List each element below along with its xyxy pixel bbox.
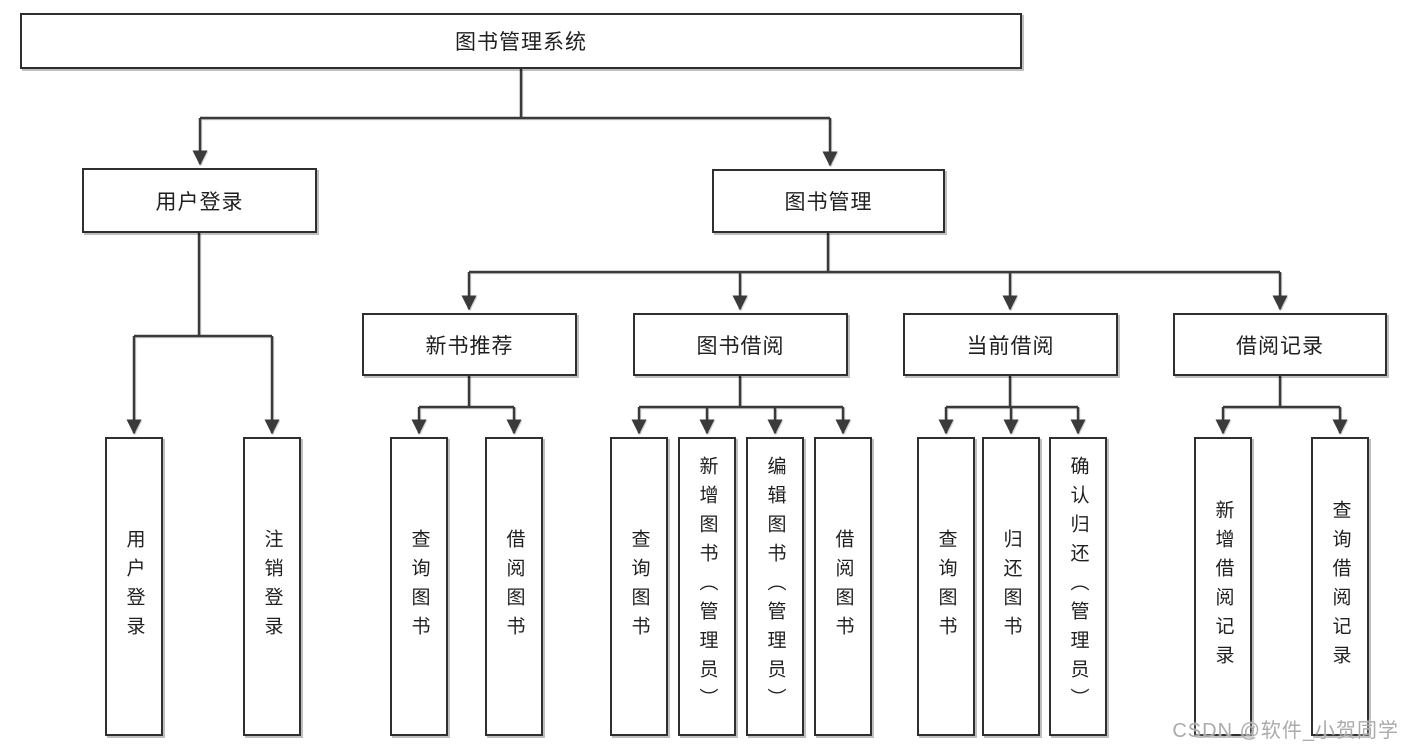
leaf-borrow-books-recommend: 借阅图书 (485, 437, 543, 736)
connector-root-spine (200, 69, 830, 120)
node-user-login: 用户登录 (82, 168, 317, 233)
leaf-logout: 注销登录 (243, 437, 301, 736)
csdn-watermark: CSDN @软件_小贺同学 (1172, 720, 1399, 742)
node-book-management: 图书管理 (712, 169, 945, 233)
leaf-add-books-admin: 新增图书（管理员） (678, 437, 736, 736)
leaf-query-books-recommend: 查询图书 (390, 437, 448, 736)
node-new-book-recommend: 新书推荐 (362, 313, 577, 376)
connector-new-book-spine (419, 376, 514, 409)
connector-book-management-spine (469, 233, 1280, 274)
node-borrow-records: 借阅记录 (1173, 313, 1387, 376)
connector-borrow-record-spine (1223, 376, 1340, 409)
leaf-add-borrow-record: 新增借阅记录 (1194, 437, 1252, 736)
node-book-borrow: 图书借阅 (633, 313, 848, 376)
node-root-system: 图书管理系统 (20, 13, 1022, 69)
leaf-confirm-return-admin: 确认归还（管理员） (1049, 437, 1107, 736)
leaf-user-login: 用户登录 (105, 437, 163, 736)
node-current-borrow: 当前借阅 (903, 313, 1118, 376)
connector-book-borrow-spine (639, 376, 843, 409)
leaf-return-books: 归还图书 (982, 437, 1040, 736)
leaf-query-books-borrow: 查询图书 (610, 437, 668, 736)
leaf-query-books-current: 查询图书 (917, 437, 975, 736)
leaf-borrow-books: 借阅图书 (814, 437, 872, 736)
connector-current-borrow-spine (946, 376, 1078, 409)
leaf-query-borrow-record: 查询借阅记录 (1311, 437, 1369, 736)
leaf-edit-books-admin: 编辑图书（管理员） (746, 437, 804, 736)
connector-user-login-spine (134, 233, 272, 338)
